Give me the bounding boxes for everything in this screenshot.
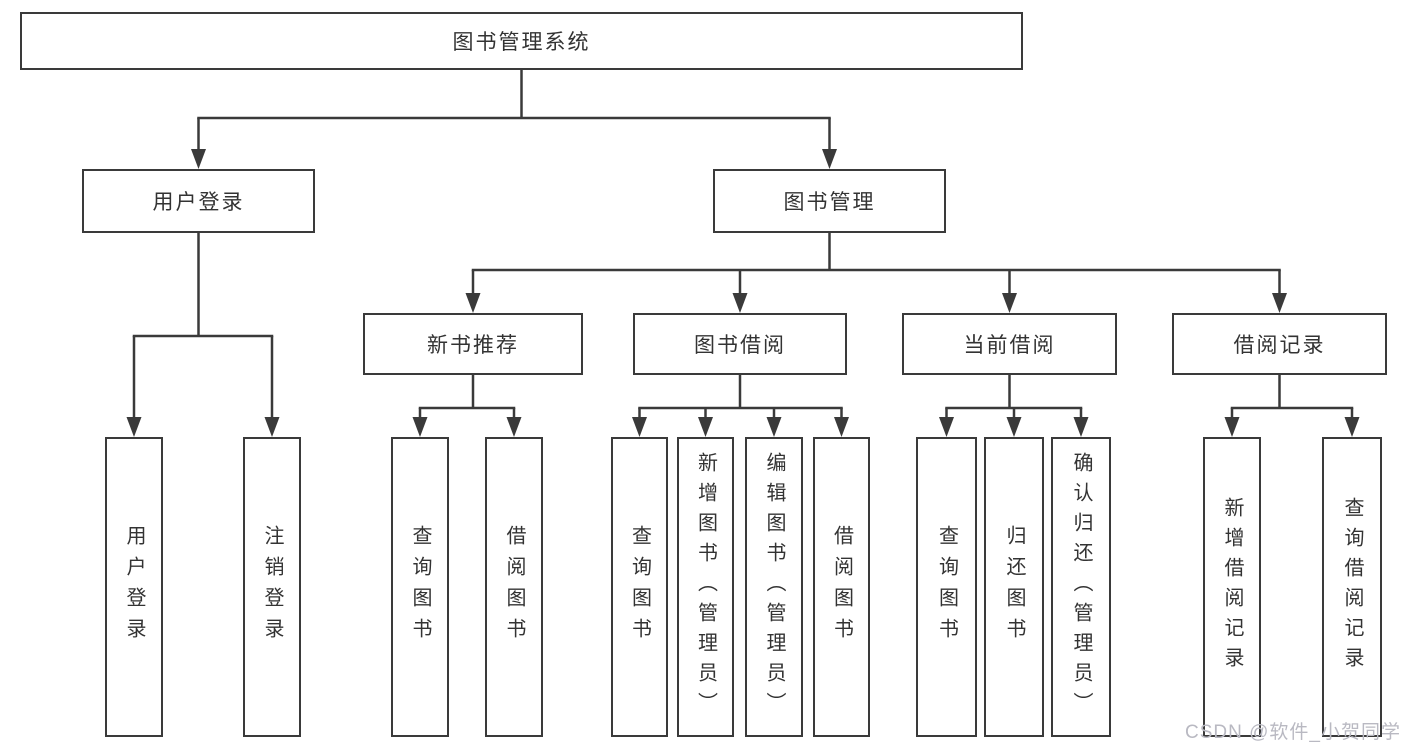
leaf-logout: 注销登录 — [243, 437, 301, 737]
leaf-borrow-books: 借阅图书 — [485, 437, 543, 737]
csdn-watermark: CSDN @软件_小贺同学 — [1185, 722, 1401, 743]
node-user-login: 用户登录 — [82, 169, 315, 233]
node-book-borrow: 图书借阅 — [633, 313, 847, 375]
node-book-management: 图书管理 — [713, 169, 946, 233]
node-new-book-recommend: 新书推荐 — [363, 313, 583, 375]
leaf-user-login: 用户登录 — [105, 437, 163, 737]
leaf-query-borrow-record: 查询借阅记录 — [1322, 437, 1382, 737]
leaf-add-books-admin: 新增图书（管理员） — [677, 437, 734, 737]
node-library-management-system: 图书管理系统 — [20, 12, 1023, 70]
leaf-confirm-return-admin: 确认归还（管理员） — [1051, 437, 1111, 737]
node-borrow-records: 借阅记录 — [1172, 313, 1387, 375]
leaf-edit-books-admin: 编辑图书（管理员） — [745, 437, 803, 737]
node-current-borrow: 当前借阅 — [902, 313, 1117, 375]
leaf-borrow-books-2: 借阅图书 — [813, 437, 870, 737]
leaf-query-books: 查询图书 — [391, 437, 449, 737]
leaf-query-books-3: 查询图书 — [916, 437, 977, 737]
leaf-return-books: 归还图书 — [984, 437, 1044, 737]
leaf-add-borrow-record: 新增借阅记录 — [1203, 437, 1261, 737]
leaf-query-books-2: 查询图书 — [611, 437, 668, 737]
